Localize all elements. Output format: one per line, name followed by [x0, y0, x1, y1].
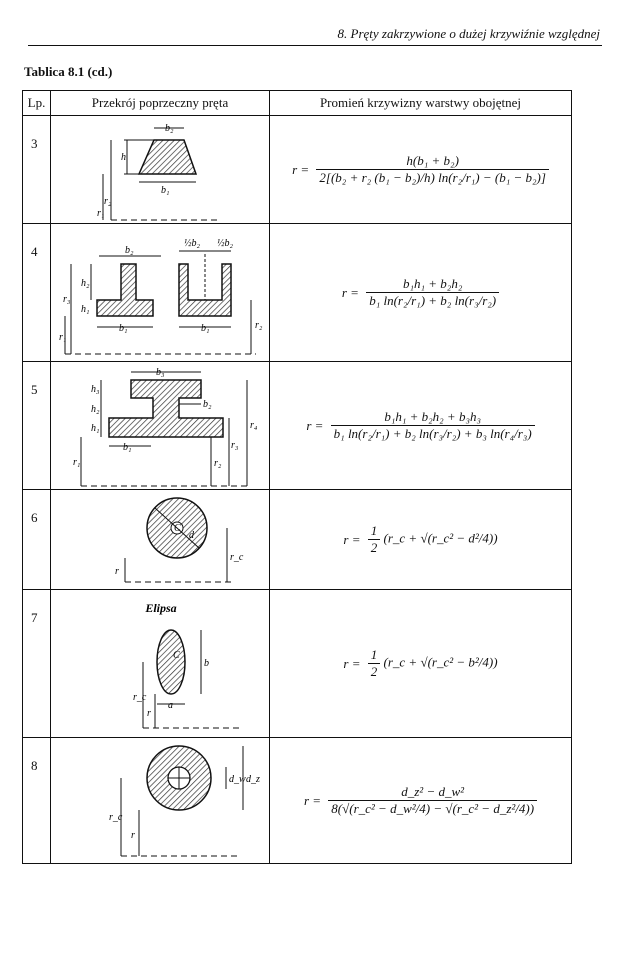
- radius-formula-cell: r = h(b₁ + b₂) 2[(b₂ + r₂ (b₁ − b₂)/h) l…: [269, 115, 572, 224]
- formula-numerator: h(b₁ + b₂): [316, 153, 549, 170]
- label-r3: r₃: [63, 294, 71, 305]
- cross-section-figure-i-beam: b₃ h₃ h₂ h₁ b₂ b₁ r₁ r₂ r₃: [50, 361, 270, 490]
- radius-formula: r = 1 2 (r_c + √(r_c² − d²/4)): [343, 523, 498, 555]
- label-r2: r₂: [255, 320, 263, 331]
- row-number: 6: [22, 489, 51, 590]
- label-b: b: [204, 658, 209, 669]
- label-rc: r_c: [109, 812, 123, 823]
- label-r: r: [131, 830, 135, 841]
- col-header-cross-section: Przekrój poprzeczny pręta: [50, 90, 270, 116]
- label-d: d: [189, 530, 195, 541]
- radius-formula-cell: r = 1 2 (r_c + √(r_c² − b²/4)): [269, 589, 572, 738]
- label-b3: b₃: [156, 367, 165, 378]
- radius-formula: r = 1 2 (r_c + √(r_c² − b²/4)): [343, 647, 498, 679]
- col-header-radius: Promień krzywizny warstwy obojętnej: [269, 90, 572, 116]
- cross-section-figure-ring: d_w d_z r_c r: [50, 737, 270, 864]
- row-number: 3: [22, 115, 51, 224]
- cross-section-figure-channel: ½b₂ ½b₂ b₂ h₂ h₁ r₃ r₁ r₂ b₁: [50, 223, 270, 362]
- row-number: 7: [22, 589, 51, 738]
- table-row: 6 C d r r_c r =: [22, 489, 572, 590]
- label-h1: h₁: [91, 423, 99, 434]
- label-r1: r₁: [59, 332, 66, 343]
- channel-drawing: ½b₂ ½b₂ b₂ h₂ h₁ r₃ r₁ r₂ b₁: [59, 238, 263, 355]
- cross-section-figure-ellipse: Elipsa C b r_c r a: [50, 589, 270, 738]
- radius-formula-cell: r = d_z² − d_w² 8(√(r_c² − d_w²/4) − √(r…: [269, 737, 572, 864]
- label-r2: r₂: [214, 458, 222, 469]
- label-rc: r_c: [230, 552, 244, 563]
- i-beam-drawing: b₃ h₃ h₂ h₁ b₂ b₁ r₁ r₂ r₃: [73, 367, 258, 487]
- radius-formula-cell: r = b₁h₁ + b₂h₂ b₁ ln(r₂/r₁) + b₂ ln(r₃/…: [269, 223, 572, 362]
- table-caption: Tablica 8.1 (cd.): [24, 64, 113, 79]
- row-number: 8: [22, 737, 51, 864]
- label-b1: b₁: [161, 185, 169, 196]
- label-a: a: [168, 700, 173, 711]
- formula-denominator: 2[(b₂ + r₂ (b₁ − b₂)/h) ln(r₂/r₁) − (b₁ …: [319, 170, 546, 185]
- label-r1: r₁: [73, 457, 80, 468]
- label-h: h: [121, 152, 126, 163]
- cross-section-figure-trapezoid: b₂ h r₂ r₁ b₁: [50, 115, 270, 224]
- formula-numerator: b₁h₁ + b₂h₂ + b₃h₃: [330, 409, 535, 426]
- table-header-row: Lp. Przekrój poprzeczny pręta Promień kr…: [22, 90, 572, 116]
- table-row: 5 b₃ h₃ h₂ h₁ b₂ b₁ r₁: [22, 361, 572, 490]
- figure-title: Elipsa: [144, 601, 176, 615]
- radius-formula: r = h(b₁ + b₂) 2[(b₂ + r₂ (b₁ − b₂)/h) l…: [292, 153, 549, 186]
- label-r4: r₄: [250, 420, 258, 431]
- label-r1: r₁: [97, 208, 104, 219]
- formula-denominator: b₁ ln(r₂/r₁) + b₂ ln(r₃/r₂) + b₃ ln(r₄/r…: [333, 426, 532, 441]
- label-b1-right: b₁: [201, 323, 209, 334]
- formula-numerator: d_z² − d_w²: [328, 784, 538, 801]
- label-b2: b₂: [165, 123, 174, 134]
- cross-section-figure-circle: C d r r_c: [50, 489, 270, 590]
- formula-denominator: b₁ ln(r₂/r₁) + b₂ ln(r₃/r₂): [369, 293, 497, 308]
- label-r: r: [115, 566, 119, 577]
- label-h1: h₁: [81, 304, 89, 315]
- formula-body: (r_c + √(r_c² − b²/4)): [383, 654, 498, 670]
- label-half-b2-right: ½b₂: [217, 238, 234, 249]
- ellipse-drawing: Elipsa C b r_c r a: [133, 601, 241, 729]
- ring-drawing: d_w d_z r_c r: [109, 745, 260, 857]
- label-h2: h₂: [91, 404, 100, 415]
- row-number: 4: [22, 223, 51, 362]
- label-h3: h₃: [91, 384, 100, 395]
- label-r3: r₃: [231, 440, 239, 451]
- formula-table: Lp. Przekrój poprzeczny pręta Promień kr…: [22, 90, 572, 864]
- label-h2: h₂: [81, 278, 90, 289]
- table-row: 7 Elipsa C b r_c r a: [22, 589, 572, 738]
- header-rule: [28, 45, 602, 46]
- label-b1-left: b₁: [119, 323, 127, 334]
- label-b2: b₂: [125, 245, 134, 256]
- label-b2: b₂: [203, 399, 212, 410]
- label-r: r: [147, 708, 151, 719]
- col-header-lp: Lp.: [22, 90, 51, 116]
- radius-formula-cell: r = b₁h₁ + b₂h₂ + b₃h₃ b₁ ln(r₂/r₁) + b₂…: [269, 361, 572, 490]
- radius-formula-cell: r = 1 2 (r_c + √(r_c² − d²/4)): [269, 489, 572, 590]
- circle-drawing: C d r r_c: [115, 497, 244, 583]
- table-row: 3 b₂ h r₂: [22, 115, 572, 224]
- radius-formula: r = d_z² − d_w² 8(√(r_c² − d_w²/4) − √(r…: [304, 784, 538, 817]
- label-dz: d_z: [246, 774, 260, 785]
- row-number: 5: [22, 361, 51, 490]
- radius-formula: r = b₁h₁ + b₂h₂ b₁ ln(r₂/r₁) + b₂ ln(r₃/…: [342, 276, 500, 309]
- label-c: C: [173, 650, 180, 661]
- label-half-b2-left: ½b₂: [184, 238, 201, 249]
- label-dw: d_w: [229, 774, 246, 785]
- table-row: 8 d_w d_z r_c r: [22, 737, 572, 864]
- table-row: 4 ½b₂ ½b₂ b₂ h₂ h₁ r₃ r₁: [22, 223, 572, 362]
- formula-body: (r_c + √(r_c² − d²/4)): [383, 530, 498, 546]
- trapezoid-drawing: b₂ h r₂ r₁ b₁: [97, 123, 221, 221]
- formula-numerator: b₁h₁ + b₂h₂: [366, 276, 500, 293]
- formula-denominator: 8(√(r_c² − d_w²/4) − √(r_c² − d_z²/4)): [331, 801, 535, 816]
- label-b1: b₁: [123, 442, 131, 453]
- radius-formula: r = b₁h₁ + b₂h₂ + b₃h₃ b₁ ln(r₂/r₁) + b₂…: [306, 409, 535, 442]
- running-header: 8. Pręty zakrzywione o dużej krzywiźnie …: [337, 26, 601, 41]
- label-rc: r_c: [133, 692, 147, 703]
- label-r2: r₂: [104, 196, 112, 207]
